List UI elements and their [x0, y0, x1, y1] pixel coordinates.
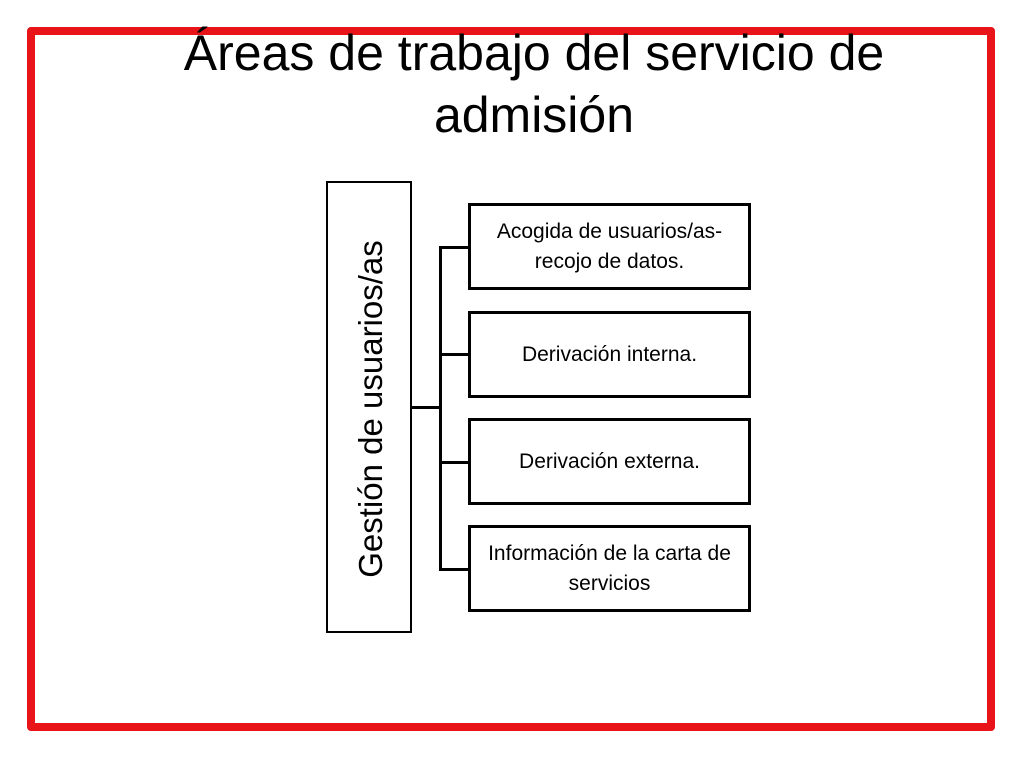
- connector-branch-1: [439, 246, 468, 249]
- child-node-informacion: Información de la carta de servicios: [468, 525, 751, 612]
- slide-title: Áreas de trabajo del servicio de admisió…: [60, 22, 1008, 146]
- child-node-derivacion-interna: Derivación interna.: [468, 311, 751, 398]
- title-line-2: admisión: [433, 87, 635, 143]
- child-node-label: Derivación interna.: [521, 342, 698, 366]
- connector-branch-4: [439, 568, 468, 571]
- root-node-label: Gestión de usuarios/as: [352, 240, 389, 578]
- child-node-label: Información de la carta de servicios: [488, 541, 731, 595]
- child-node-label: Derivación externa.: [519, 449, 700, 473]
- child-node-label: Acogida de usuarios/as- recojo de datos.: [496, 219, 723, 273]
- root-node: Gestión de usuarios/as: [326, 181, 412, 633]
- connector-branch-2: [439, 353, 468, 356]
- child-node-acogida: Acogida de usuarios/as- recojo de datos.: [468, 203, 751, 290]
- title-line-1: Áreas de trabajo del servicio de: [183, 25, 885, 81]
- connector-trunk: [439, 246, 442, 570]
- connector-root: [412, 406, 440, 409]
- child-node-derivacion-externa: Derivación externa.: [468, 418, 751, 505]
- connector-branch-3: [439, 461, 468, 464]
- slide-frame: [27, 27, 995, 731]
